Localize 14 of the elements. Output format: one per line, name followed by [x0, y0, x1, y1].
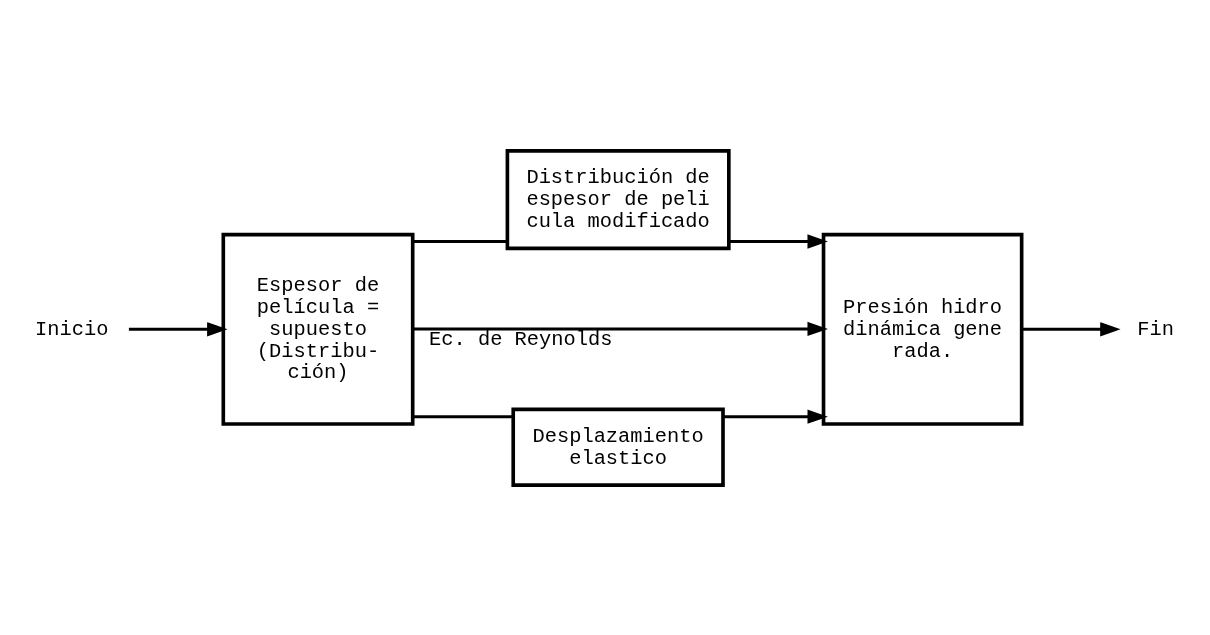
arrow — [413, 321, 828, 336]
arrow — [128, 321, 228, 336]
node-box: Distribución de espesor de peli cula modificado — [505, 148, 731, 250]
node-box: Desplazamiento elastico — [511, 407, 725, 487]
node-box: Presión hidro dinámica gene rada. — [821, 232, 1024, 426]
connector — [412, 414, 513, 418]
arrow — [1022, 321, 1121, 336]
arrow — [728, 233, 828, 249]
arrow — [723, 409, 828, 424]
node-box: Espesor de película = supuesto (Distribu- ción) — [221, 232, 415, 426]
connector — [412, 239, 507, 243]
node-text: Inicio — [35, 317, 109, 341]
edge-label: Ec. de Reynolds — [429, 327, 613, 351]
node-text: Fin — [1137, 317, 1175, 341]
